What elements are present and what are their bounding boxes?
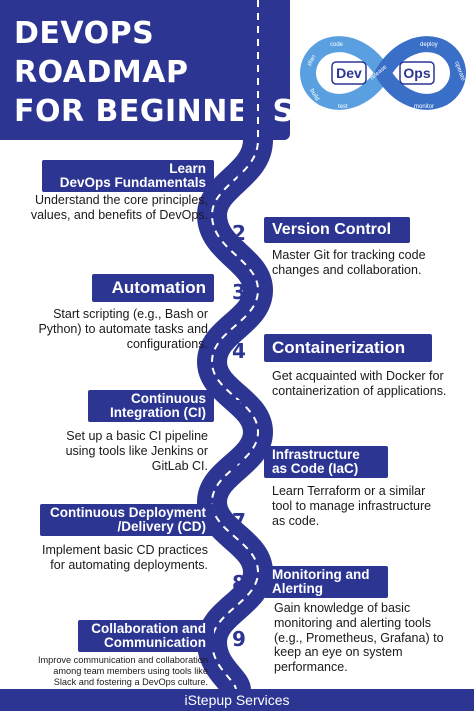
step-6-description: Learn Terraform or a similar tool to man… (272, 484, 431, 528)
step-7-desc-line-1: Implement basic CD practices (41, 543, 208, 557)
step-7-title-line-1: Continuous Deployment (50, 504, 206, 520)
step-3-desc-line-3: configurations. (126, 336, 208, 351)
step-6-title-box: Infrastructure as Code (IaC) (264, 446, 388, 478)
step-9-title-line-2: Communication (103, 635, 206, 650)
step-number-8: 8 (232, 571, 246, 595)
step-number-9: 9 (232, 627, 246, 651)
step-5-title-box: Continuous Integration (CI) (88, 390, 214, 422)
step-3-title-line-1: Automation (111, 278, 206, 298)
step-3-title-box: Automation (92, 274, 214, 302)
step-number-7: 7 (232, 509, 246, 533)
step-1-description: Understand the core principles, values, … (31, 193, 208, 223)
step-1-title-line-1: Learn (169, 160, 206, 176)
step-4-desc-line-2: containerization of applications. (272, 383, 447, 398)
step-9-desc-line-2: among team members using tools like (53, 665, 208, 676)
step-2-desc-line-1: Master Git for tracking code (272, 248, 426, 262)
step-6-desc-line-1: Learn Terraform or a similar (272, 484, 426, 498)
step-8-desc-line-1: Gain knowledge of basic (274, 601, 411, 615)
step-7-title-line-2: /Delivery (CD) (117, 519, 206, 534)
step-1-desc-line-2: values, and benefits of DevOps. (30, 207, 208, 222)
step-7-desc-line-2: for automating deployments. (50, 557, 208, 572)
devops-infinity-logo: plan code build test release deploy oper… (300, 36, 466, 110)
loop-word-build: build (308, 88, 320, 102)
step-4-title-box: Containerization (264, 334, 432, 362)
footer-bar: iStepup Services (0, 689, 474, 711)
step-5-desc-line-1: Set up a basic CI pipeline (66, 429, 208, 443)
step-6-desc-line-2: tool to manage infrastructure (272, 498, 432, 513)
title-line-1: DEVOPS (14, 16, 155, 51)
step-7-description: Implement basic CD practices for automat… (42, 543, 208, 573)
step-8-desc-line-4: keep an eye on system (274, 645, 403, 660)
step-2-description: Master Git for tracking code changes and… (272, 248, 426, 278)
step-number-4: 4 (232, 339, 246, 363)
step-6-desc-line-3: as code. (272, 513, 320, 528)
step-1-title-line-2: DevOps Fundamentals (59, 175, 206, 190)
loop-word-test: test (338, 104, 348, 110)
title-line-2: ROADMAP (14, 55, 189, 90)
step-4-desc-line-1: Get acquainted with Docker for (272, 369, 444, 383)
step-3-description: Start scripting (e.g., Bash or Python) t… (38, 307, 208, 351)
step-6-title-line-1: Infrastructure (272, 446, 360, 462)
step-5-description: Set up a basic CI pipeline using tools l… (66, 429, 208, 473)
step-number-1: 1 (232, 166, 246, 190)
step-number-6: 6 (232, 452, 246, 476)
step-9-desc-line-3: Slack and fostering a DevOps culture. (53, 676, 208, 687)
step-number-3: 3 (232, 280, 246, 304)
step-6-title-line-2: as Code (IaC) (272, 461, 359, 476)
infinity-loop-right (375, 36, 466, 110)
step-8-desc-line-2: monitoring and alerting tools (274, 615, 432, 630)
dev-label-box (331, 61, 367, 85)
loop-word-code: code (330, 42, 344, 48)
step-5-desc-line-2: using tools like Jenkins or (65, 443, 208, 458)
step-3-desc-line-2: Python) to automate tasks and (38, 321, 208, 336)
step-8-title-line-2: Alerting (272, 581, 324, 596)
step-4-description: Get acquainted with Docker for container… (272, 369, 446, 399)
step-9-title-box: Collaboration and Communication (78, 620, 214, 652)
step-2-title-line-1: Version Control (272, 220, 392, 238)
step-8-desc-line-3: (e.g., Prometheus, Grafana) to (274, 630, 444, 645)
step-9-desc-line-1: Improve communication and collaboration (37, 655, 208, 665)
step-3-desc-line-1: Start scripting (e.g., Bash or (53, 307, 208, 321)
step-number-5: 5 (232, 396, 246, 420)
step-7-title-box: Continuous Deployment /Delivery (CD) (40, 504, 214, 536)
loop-word-deploy: deploy (420, 42, 438, 48)
step-5-desc-line-3: GitLab CI. (151, 458, 208, 473)
step-8-title-box: Monitoring and Alerting (264, 566, 388, 598)
step-2-desc-line-2: changes and collaboration. (272, 262, 422, 277)
step-8-description: Gain knowledge of basic monitoring and a… (274, 601, 444, 675)
step-1-title-box: Learn DevOps Fundamentals (42, 160, 214, 192)
step-5-title-line-2: Integration (CI) (110, 405, 206, 420)
step-9-title-line-1: Collaboration and (91, 620, 206, 636)
step-2-title-box: Version Control (264, 217, 410, 243)
step-9-description: Improve communication and collaboration … (38, 655, 208, 688)
step-5-title-line-1: Continuous (131, 390, 206, 406)
loop-word-plan: plan (307, 54, 318, 67)
infinity-loop-left (300, 36, 391, 110)
ops-label: Ops (403, 65, 430, 81)
step-1-desc-line-1: Understand the core principles, (34, 193, 208, 207)
step-4-title-line-1: Containerization (272, 338, 406, 358)
step-8-title-line-1: Monitoring and (272, 566, 370, 582)
dev-label: Dev (336, 65, 362, 81)
ops-label-box (399, 61, 435, 85)
step-8-desc-line-5: performance. (274, 660, 348, 674)
road-center-line (210, 0, 260, 691)
loop-word-monitor: monitor (414, 104, 434, 110)
footer-brand: iStepup Services (184, 692, 290, 708)
step-number-2: 2 (232, 221, 246, 245)
